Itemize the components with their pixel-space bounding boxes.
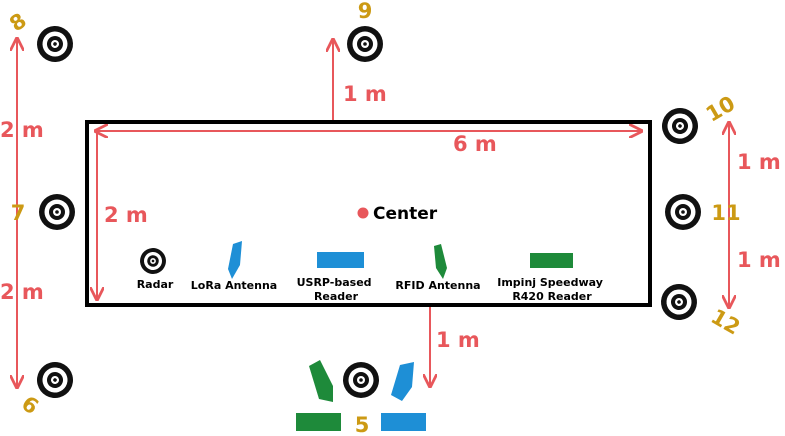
- dim-label-right-upper: 1 m: [737, 150, 781, 174]
- impinj-reader-icon: [530, 253, 573, 268]
- position-5-devices: [296, 360, 426, 431]
- legend-item-lora: LoRa Antenna: [191, 241, 277, 292]
- center-dot: [357, 207, 369, 219]
- position-label-6: 6: [17, 391, 43, 419]
- dim-label-top-offset: 1 m: [343, 82, 387, 106]
- dimension-lines: [17, 40, 729, 386]
- legend-label-rfid: RFID Antenna: [395, 279, 480, 292]
- usrp-reader-icon: [317, 252, 364, 268]
- radar-icon: [134, 242, 172, 280]
- area-boundary: [85, 120, 652, 307]
- impinj-reader-icon: [296, 413, 341, 431]
- rfid-antenna-icon: [434, 244, 447, 279]
- position-label-5: 5: [355, 413, 370, 436]
- dim-label-bottom-offset: 1 m: [436, 328, 480, 352]
- rfid-antenna-icon: [309, 360, 333, 402]
- radar-icon: [665, 194, 701, 230]
- usrp-reader-icon: [381, 413, 426, 431]
- radar-icon: [31, 20, 79, 68]
- legend-label-lora: LoRa Antenna: [191, 279, 277, 292]
- dim-label-right-lower: 1 m: [737, 248, 781, 272]
- radar-icon: [654, 277, 704, 327]
- legend-label-impinj: Impinj Speedway R420 Reader: [497, 276, 606, 303]
- dim-label-half-depth: 2 m: [104, 203, 148, 227]
- legend-label-radar: Radar: [137, 278, 174, 291]
- legend-item-rfid: RFID Antenna: [395, 244, 481, 292]
- legend: Radar LoRa Antenna USRP-based Reader RFI…: [134, 241, 606, 303]
- radar-icon: [655, 101, 705, 151]
- legend-label-usrp: USRP-based Reader: [297, 276, 376, 303]
- lora-antenna-icon: [228, 241, 242, 279]
- position-label-8: 8: [5, 8, 31, 36]
- lora-antenna-icon: [391, 362, 414, 401]
- radar-position-11: [665, 194, 701, 230]
- radar-icon: [347, 26, 383, 62]
- position-label-10: 10: [702, 91, 739, 126]
- position-label-12: 12: [707, 304, 744, 339]
- position-label-7: 7: [11, 201, 26, 225]
- radar-position-8: [31, 20, 79, 68]
- dim-label-left-lower: 2 m: [0, 280, 44, 304]
- dim-label-width: 6 m: [453, 132, 497, 156]
- position-label-9: 9: [358, 0, 373, 23]
- radar-position-12: [654, 277, 704, 327]
- radar-icon: [343, 362, 379, 398]
- legend-item-radar: Radar: [134, 242, 174, 291]
- center-label: Center: [373, 204, 438, 224]
- radar-position-7: [39, 194, 75, 230]
- position-label-11: 11: [711, 201, 740, 225]
- legend-item-usrp: USRP-based Reader: [297, 252, 376, 303]
- dim-label-left-upper: 2 m: [0, 118, 44, 142]
- radar-position-10: [655, 101, 705, 151]
- radar-position-9: [347, 26, 383, 62]
- legend-item-impinj: Impinj Speedway R420 Reader: [497, 253, 606, 303]
- radar-position-5: [343, 362, 379, 398]
- radar-icon: [39, 194, 75, 230]
